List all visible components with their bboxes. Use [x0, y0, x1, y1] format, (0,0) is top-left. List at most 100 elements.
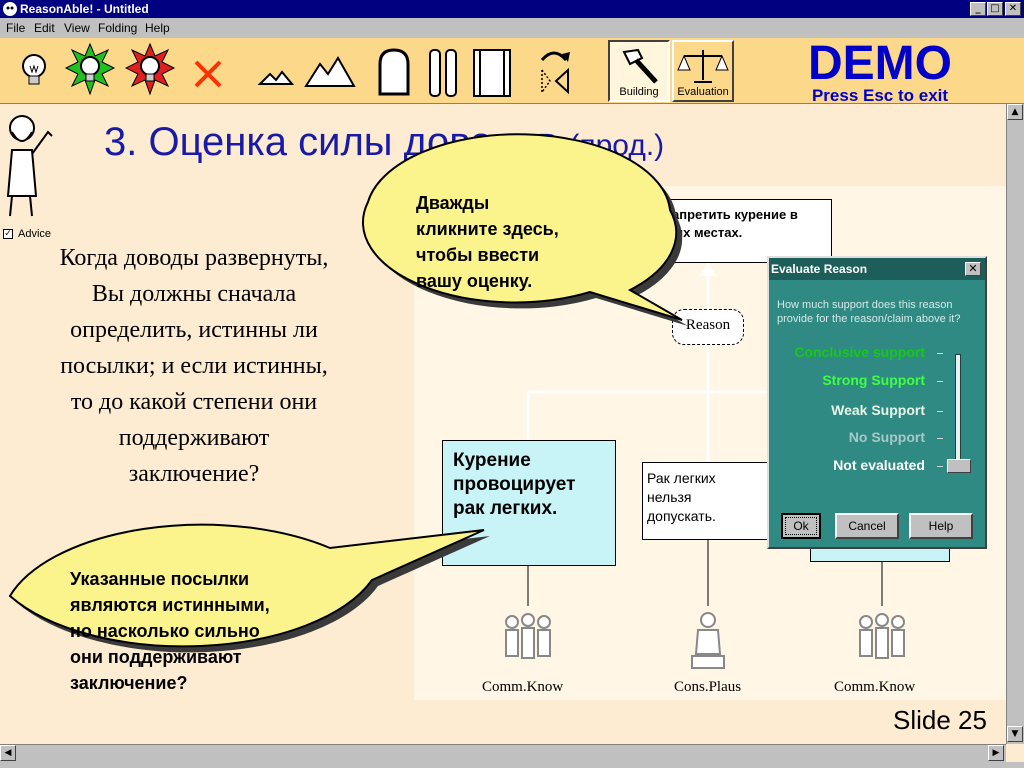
bubble-line: кликните здесь,: [416, 219, 559, 239]
menu-edit[interactable]: Edit: [34, 21, 55, 35]
small-mountain-tool[interactable]: [252, 42, 304, 100]
window-title: ReasonAble! - Untitled: [20, 2, 149, 16]
level-tick: [937, 411, 943, 412]
level-tick: [937, 353, 943, 354]
delete-icon: [194, 60, 222, 88]
green-star-bulb-icon: [64, 42, 116, 96]
ok-button[interactable]: Ok: [781, 513, 821, 539]
text-line: то до какой степени они: [70, 389, 318, 415]
menu-folding[interactable]: Folding: [98, 21, 138, 35]
bubble-line: они поддерживают: [70, 647, 242, 667]
toolbar: Building Evaluation: [0, 38, 1024, 104]
evaluation-mode-button[interactable]: Evaluation: [672, 40, 734, 102]
dialog-title: Evaluate Reason: [769, 258, 985, 280]
cancel-button[interactable]: Cancel: [835, 513, 899, 539]
tombstone-tool[interactable]: [368, 42, 420, 100]
mountains-icon: [304, 56, 356, 87]
menu-file[interactable]: File: [6, 21, 26, 35]
help-button[interactable]: Help: [909, 513, 973, 539]
small-mountain-icon: [257, 70, 295, 85]
hammer-icon: [622, 48, 658, 84]
building-label: Building: [619, 86, 659, 98]
scroll-tool[interactable]: [466, 42, 518, 100]
bubble-line: чтобы ввести: [416, 245, 540, 265]
minimize-button[interactable]: _: [970, 2, 986, 16]
rotate-tool[interactable]: [528, 42, 580, 100]
bubble-line: но насколько сильно: [70, 621, 260, 641]
demo-label: DEMO: [808, 37, 952, 90]
premise-box-2[interactable]: Рак легких нельзя допускать.: [642, 462, 778, 540]
green-bulb-tool[interactable]: [64, 42, 116, 100]
vertical-scrollbar[interactable]: ▲ ▼: [1006, 104, 1024, 744]
bubble-line: вашу оценку.: [416, 271, 533, 291]
support-slider-track[interactable]: [955, 354, 961, 472]
app-icon: [3, 2, 17, 16]
premise-line: Курение: [453, 450, 531, 471]
basis-label: Cons.Plaus: [674, 679, 742, 695]
level-strong[interactable]: Strong Support: [822, 372, 925, 388]
slide-number: Slide 25: [893, 705, 987, 735]
text-line: Вы должны сначала: [91, 281, 297, 307]
text-line: определить, истинны ли: [70, 317, 318, 343]
scales-icon: [677, 50, 729, 83]
rotate-icon: [540, 51, 570, 95]
scroll-left-button[interactable]: ◀: [0, 745, 16, 761]
premise-box-1[interactable]: Курение провоцирует рак легких.: [442, 440, 616, 566]
reason-label: Reason: [685, 317, 731, 333]
esc-hint: Press Esc to exit: [811, 86, 949, 105]
building-mode-button[interactable]: Building: [608, 40, 670, 102]
common-knowledge-icon: [859, 613, 905, 659]
basis-label: Comm.Know: [834, 679, 916, 695]
title-bar: ReasonAble! - Untitled _ □ ✕: [0, 0, 1024, 18]
pillars-tool[interactable]: [418, 42, 470, 100]
dialog-question: How much support does this reason provid…: [777, 299, 961, 325]
text-line: заключение?: [128, 461, 260, 487]
reason-node[interactable]: Reason: [672, 309, 744, 345]
menu-bar: File Edit View Folding Help: [0, 18, 1024, 38]
advisor-philosopher-icon[interactable]: [0, 106, 60, 222]
common-knowledge-icon: [505, 613, 551, 659]
premise-line: рак легких.: [453, 498, 558, 519]
level-conclusive[interactable]: Conclusive support: [794, 344, 925, 360]
scroll-right-button[interactable]: ▶: [988, 745, 1004, 761]
bulb-tool[interactable]: [8, 42, 60, 100]
advice-checkbox[interactable]: ✓: [3, 229, 13, 239]
text-line: поддерживают: [118, 425, 270, 451]
red-star-bulb-icon: [124, 42, 176, 96]
premise-line: нельзя: [647, 489, 692, 505]
claim-line: …апретить курение в: [659, 207, 798, 222]
scroll-up-button[interactable]: ▲: [1007, 104, 1023, 120]
maximize-button[interactable]: □: [987, 2, 1003, 16]
premise-line: Рак легких: [647, 470, 716, 486]
bulb-icon: [22, 54, 46, 85]
level-none[interactable]: No Support: [848, 429, 925, 445]
red-bulb-tool[interactable]: [124, 42, 176, 100]
level-tick: [937, 438, 943, 439]
mountains-tool[interactable]: [304, 42, 356, 100]
bubble-line: Указанные посылки: [70, 569, 250, 589]
premise-line: провоцирует: [453, 474, 576, 495]
support-slider-thumb[interactable]: [947, 459, 971, 473]
bubble-top-text: Дважды кликните здесь, чтобы ввести вашу…: [416, 190, 559, 294]
menu-help[interactable]: Help: [145, 21, 170, 35]
thinker-icon: [691, 612, 725, 669]
explanation-text: Когда доводы развернуты, Вы должны снача…: [2, 240, 386, 492]
delete-tool[interactable]: [184, 42, 236, 100]
horizontal-scrollbar[interactable]: ◀ ▶: [0, 744, 1006, 762]
level-weak[interactable]: Weak Support: [831, 402, 925, 418]
level-not-evaluated[interactable]: Not evaluated: [833, 457, 925, 473]
text-line: Когда доводы развернуты,: [59, 245, 329, 271]
scroll-icon: [473, 49, 511, 97]
basis-label: Comm.Know: [482, 679, 564, 695]
level-tick: [937, 466, 943, 467]
dialog-close-button[interactable]: ✕: [965, 262, 981, 276]
menu-view[interactable]: View: [64, 21, 90, 35]
bubble-line: Дважды: [416, 193, 490, 213]
bubble-line: являются истинными,: [70, 595, 270, 615]
tombstone-icon: [378, 48, 410, 96]
bubble-line: заключение?: [70, 673, 188, 693]
scroll-down-button[interactable]: ▼: [1007, 726, 1023, 742]
evaluate-reason-dialog: Evaluate Reason ✕ How much support does …: [767, 256, 987, 549]
close-button[interactable]: ✕: [1005, 2, 1021, 16]
